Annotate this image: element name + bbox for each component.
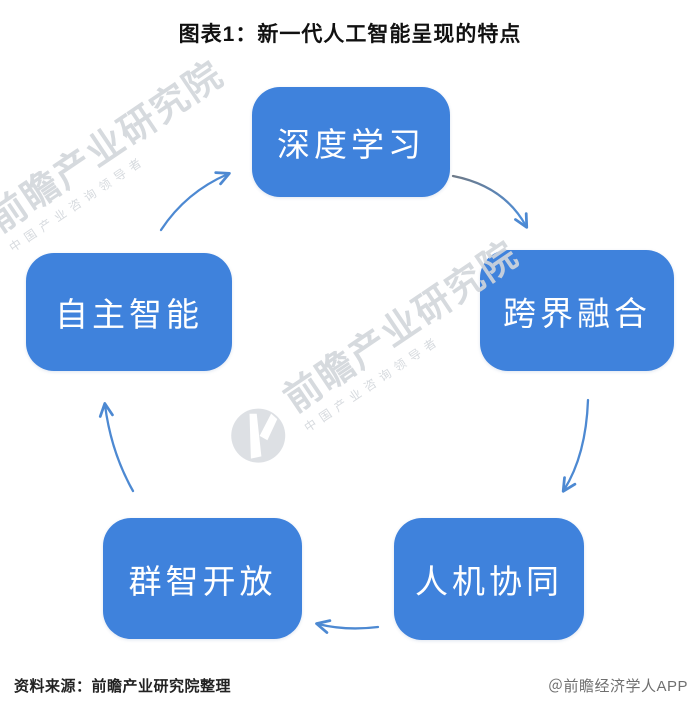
node-crowd-intelligence: 群智开放 <box>103 518 302 639</box>
watermark-text: 前瞻产业研究院 中国产业咨询领导者 <box>0 52 242 256</box>
arrow-autonomous-to-deep <box>159 171 231 232</box>
node-human-machine-collab: 人机协同 <box>394 518 584 640</box>
qianzhan-logo-icon <box>0 215 3 296</box>
footer-credit: ＠前瞻经济学人APP <box>547 678 688 695</box>
node-deep-learning: 深度学习 <box>252 87 450 197</box>
arrow-crowd-to-autonomous <box>98 402 135 493</box>
footer-source: 资料来源：前瞻产业研究院整理 <box>14 678 232 695</box>
node-crowd-intelligence-label: 群智开放 <box>128 562 277 600</box>
arrow-collab-to-crowd <box>315 619 380 634</box>
node-deep-learning-label: 深度学习 <box>277 126 425 163</box>
watermark-brand: 前瞻产业研究院 <box>0 52 231 240</box>
qianzhan-logo-icon <box>231 408 286 463</box>
arrow-deep-to-fusion <box>451 174 529 229</box>
node-human-machine-collab-label: 人机协同 <box>415 563 563 600</box>
node-cross-border-fusion: 跨界融合 <box>480 250 674 371</box>
node-autonomous-intel-label: 自主智能 <box>55 296 203 333</box>
watermark-tagline: 中国产业咨询领导者 <box>6 152 150 256</box>
arrow-fusion-to-collab <box>561 398 590 493</box>
page-title: 图表1：新一代人工智能呈现的特点 <box>178 23 522 46</box>
node-cross-border-fusion-label: 跨界融合 <box>503 294 651 332</box>
node-autonomous-intel: 自主智能 <box>26 253 232 371</box>
